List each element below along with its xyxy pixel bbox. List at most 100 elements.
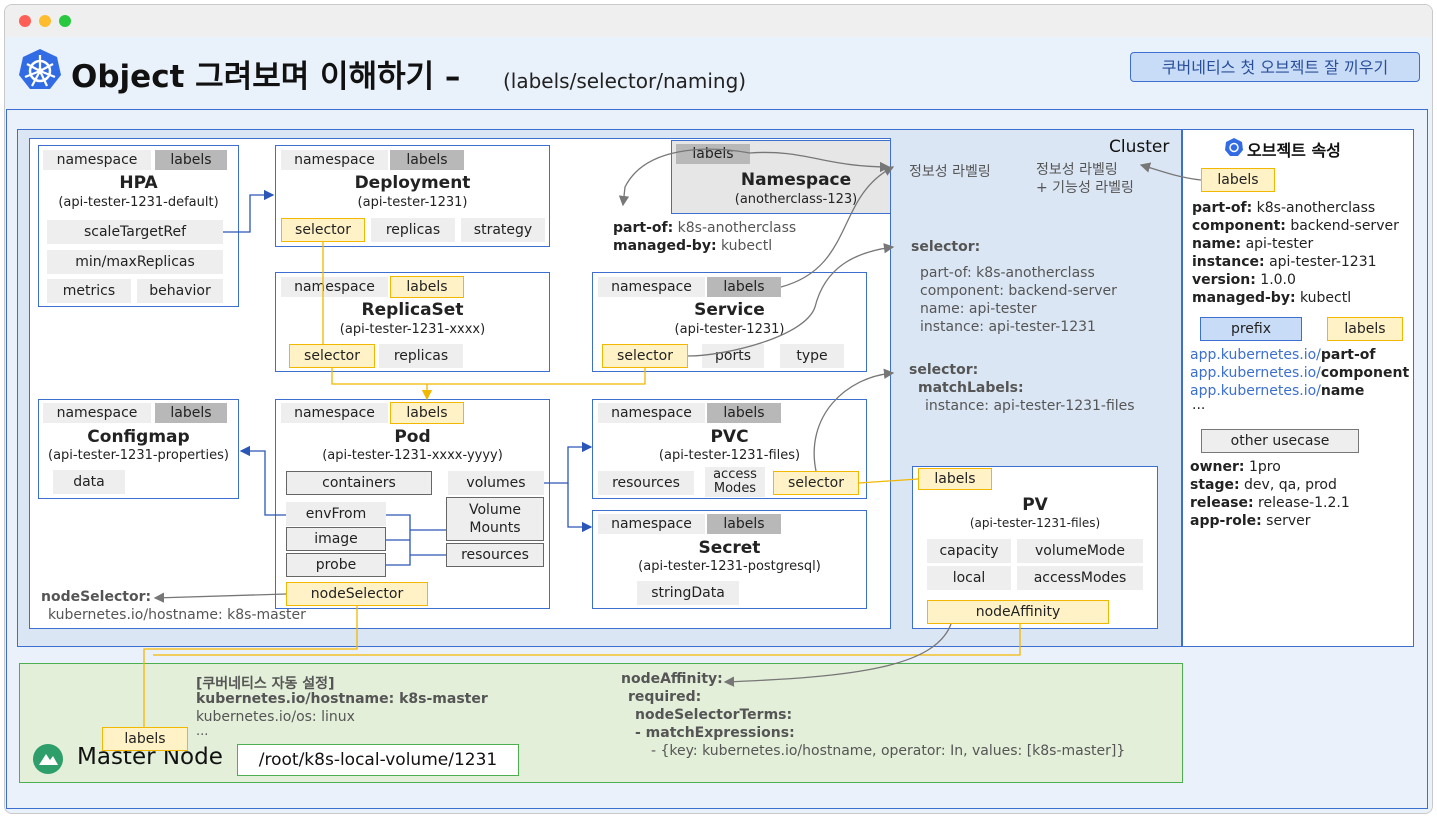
hpa-metrics: metrics [47, 279, 131, 303]
pod-labels-tag: labels [390, 402, 464, 424]
secret-name: (api-tester-1231-postgresql) [638, 559, 821, 574]
service-type: type [780, 344, 844, 368]
hpa-namespace-tag: namespace [43, 150, 151, 170]
info-func-labeling-note-2: + 기능성 라벨링 [1036, 180, 1134, 196]
attr-line: component: backend-server [1192, 218, 1399, 234]
master-labels-tag: labels [102, 727, 188, 751]
pvc-selector-match: matchLabels: [918, 380, 1024, 396]
pvc-title: PVC [710, 427, 749, 447]
affinity-line: nodeSelectorTerms: [635, 707, 793, 723]
close-window-button[interactable] [19, 15, 31, 27]
affinity-line: required: [628, 689, 702, 705]
secret-title: Secret [698, 538, 761, 558]
pv-access-modes: accessModes [1017, 566, 1143, 590]
configmap-title: Configmap [87, 427, 190, 447]
service-labels-tag: labels [707, 277, 781, 297]
service-selector-heading: selector: [911, 239, 981, 255]
affinity-line: - {key: kubernetes.io/hostname, operator… [651, 743, 1126, 759]
attributes-heading: 오브젝트 속성 [1247, 141, 1341, 160]
other-line: owner: 1pro [1190, 459, 1281, 475]
minimize-window-button[interactable] [39, 15, 51, 27]
attr-line: managed-by: kubectl [1192, 290, 1352, 306]
pvc-namespace-tag: namespace [598, 403, 705, 423]
service-name: (api-tester-1231) [674, 322, 785, 337]
pv-node-affinity: nodeAffinity [927, 600, 1109, 624]
hpa-behavior: behavior [137, 279, 223, 303]
prefix-ellipsis: ... [1192, 397, 1206, 413]
other-line: app-role: server [1190, 513, 1311, 529]
pvc-labels-tag: labels [707, 403, 781, 423]
kubernetes-small-icon [1225, 138, 1243, 156]
pod-volumes: volumes [448, 471, 544, 495]
replicaset-selector: selector [289, 344, 375, 368]
service-selector-line: component: backend-server [920, 283, 1117, 299]
pv-capacity: capacity [927, 539, 1011, 563]
namespace-label-line: part-of: k8s-anotherclass [613, 220, 797, 236]
pvc-selector: selector [773, 471, 859, 495]
namespace-object-labels-tag: labels [676, 144, 750, 164]
hpa-scale-target-ref: scaleTargetRef [47, 220, 223, 244]
replicaset-title: ReplicaSet [361, 300, 464, 320]
maximize-window-button[interactable] [59, 15, 71, 27]
pv-volume-mode: volumeMode [1017, 539, 1143, 563]
deployment-selector: selector [281, 218, 365, 242]
page-subtitle: (labels/selector/naming) [503, 69, 747, 93]
auto-setting-hostname: kubernetes.io/hostname: k8s-master [196, 691, 488, 707]
replicaset-replicas: replicas [379, 344, 463, 368]
service-selector: selector [602, 344, 688, 368]
pod-title: Pod [394, 427, 431, 447]
prefix-labels-tag: labels [1327, 317, 1403, 341]
affinity-line: - matchExpressions: [635, 725, 795, 741]
other-usecase-tag: other usecase [1201, 429, 1359, 453]
pod-envfrom: envFrom [286, 502, 386, 526]
page-title: Object 그려보며 이해하기 – [71, 59, 461, 95]
configmap-labels-tag: labels [155, 403, 227, 423]
pvc-selector-heading: selector: [909, 362, 979, 378]
deployment-strategy: strategy [461, 218, 545, 242]
namespace-object-name: (anotherclass-123) [734, 192, 858, 207]
kubernetes-wheel-icon [19, 49, 61, 89]
attributes-labels-tag: labels [1201, 168, 1275, 192]
attr-line: version: 1.0.0 [1192, 272, 1296, 288]
service-title: Service [694, 300, 765, 320]
secret-namespace-tag: namespace [598, 514, 705, 534]
other-line: stage: dev, qa, prod [1190, 477, 1337, 493]
prefix-line: app.kubernetes.io/part-of [1190, 347, 1376, 363]
pod-containers: containers [286, 471, 432, 495]
service-ports: ports [702, 344, 764, 368]
hpa-labels-tag: labels [155, 150, 227, 170]
other-line: release: release-1.2.1 [1190, 495, 1350, 511]
pod-volume-mounts: Volume Mounts [446, 497, 544, 541]
pod-name: (api-tester-1231-xxxx-yyyy) [322, 448, 503, 463]
deployment-namespace-tag: namespace [281, 150, 388, 170]
app-window: Object 그려보며 이해하기 – (labels/selector/nami… [4, 4, 1433, 814]
hpa-title: HPA [119, 173, 158, 193]
pod-image: image [286, 527, 386, 551]
attributes-panel [1182, 129, 1414, 647]
node-selector-heading: nodeSelector: [41, 589, 152, 605]
attr-line: name: api-tester [1192, 236, 1314, 252]
hpa-name: (api-tester-1231-default) [58, 195, 219, 210]
deployment-name: (api-tester-1231) [357, 195, 468, 210]
prefix-line: app.kubernetes.io/name [1190, 383, 1365, 399]
slide-canvas: Object 그려보며 이해하기 – (labels/selector/nami… [5, 37, 1432, 813]
replicaset-labels-tag: labels [390, 276, 464, 298]
namespace-object-title: Namespace [740, 170, 852, 190]
node-selector-line: kubernetes.io/hostname: k8s-master [48, 607, 306, 623]
attr-line: instance: api-tester-1231 [1192, 254, 1377, 270]
deployment-title: Deployment [354, 173, 471, 193]
secret-labels-tag: labels [707, 514, 781, 534]
pv-local: local [927, 566, 1011, 590]
pv-name: (api-tester-1231-files) [969, 516, 1101, 530]
pvc-selector-line: instance: api-tester-1231-files [925, 398, 1135, 414]
pvc-resources: resources [598, 471, 694, 495]
cluster-label: Cluster [1109, 137, 1170, 157]
deployment-labels-tag: labels [390, 150, 464, 170]
service-selector-line: part-of: k8s-anotherclass [920, 265, 1095, 281]
auto-setting-os: kubernetes.io/os: linux [196, 709, 355, 725]
deployment-replicas: replicas [371, 218, 455, 242]
auto-setting-ellipsis: ... [196, 724, 209, 739]
configmap-name: (api-tester-1231-properties) [48, 448, 229, 463]
configmap-namespace-tag: namespace [43, 403, 151, 423]
service-selector-line: name: api-tester [920, 301, 1037, 317]
